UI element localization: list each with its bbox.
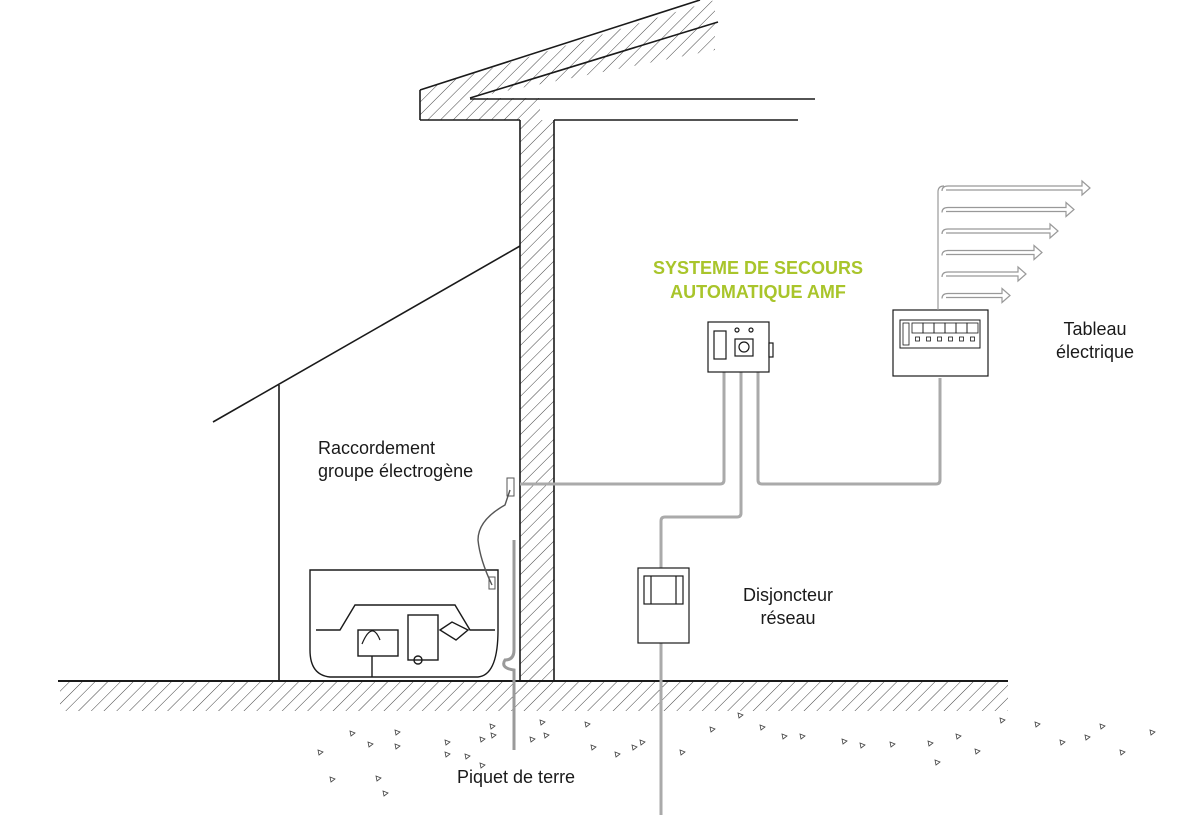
panel-breaker-indicator bbox=[970, 336, 975, 342]
panel-breaker-indicator bbox=[948, 336, 953, 342]
gravel-stone bbox=[639, 739, 646, 746]
ground-rod-label: Piquet de terre bbox=[457, 766, 575, 789]
electrical-panel-label: Tableau électrique bbox=[1040, 318, 1150, 364]
gravel-stone bbox=[367, 741, 374, 748]
gravel-stone bbox=[317, 749, 324, 756]
gravel-stone bbox=[489, 723, 496, 730]
gravel-stone bbox=[590, 744, 597, 751]
gravel-stone bbox=[759, 724, 766, 731]
panel-breaker-indicator bbox=[915, 336, 920, 342]
gravel-stone bbox=[1149, 729, 1156, 736]
ground bbox=[58, 680, 1156, 797]
generator-connection-label-line2: groupe électrogène bbox=[318, 461, 474, 481]
gravel-stone bbox=[382, 790, 389, 797]
gravel-stone bbox=[444, 739, 451, 746]
gravel-stone bbox=[859, 742, 866, 749]
generator-connection-label: Raccordement groupe électrogène bbox=[318, 437, 473, 483]
gravel-stone bbox=[1119, 749, 1126, 756]
gravel-stone bbox=[349, 730, 356, 737]
gravel-stone bbox=[394, 729, 401, 736]
gravel-stone bbox=[529, 736, 536, 743]
gravel-stone bbox=[614, 751, 621, 758]
panel-breaker-indicator bbox=[937, 336, 942, 342]
cables bbox=[520, 372, 942, 815]
gravel-stone bbox=[464, 753, 471, 760]
mains-breaker-label-line1: Disjoncteur bbox=[742, 585, 834, 605]
gravel-stone bbox=[841, 738, 848, 745]
gravel-stone bbox=[329, 776, 336, 783]
house-wall bbox=[519, 120, 555, 680]
gravel-stone bbox=[927, 740, 934, 747]
generator bbox=[309, 569, 499, 678]
roof bbox=[419, 0, 815, 121]
electrical-panel-label-line1: Tableau bbox=[1063, 319, 1127, 339]
gravel-stone bbox=[394, 743, 401, 750]
mains-breaker bbox=[637, 567, 690, 644]
system-title-line1: SYSTEME DE SECOURS bbox=[652, 258, 864, 278]
panel-breaker-slot bbox=[966, 322, 979, 334]
annex-shed bbox=[212, 245, 521, 680]
gravel-stone bbox=[934, 759, 941, 766]
gravel-stone bbox=[1059, 739, 1066, 746]
system-title-line2: AUTOMATIQUE AMF bbox=[670, 282, 846, 302]
panel-output-arrow bbox=[941, 265, 1027, 283]
ground-rod bbox=[502, 540, 516, 750]
amf-switch-box bbox=[707, 321, 774, 373]
ground-rod-label-text: Piquet de terre bbox=[457, 767, 576, 787]
electrical-panel bbox=[892, 309, 989, 377]
gravel-stone bbox=[479, 736, 486, 743]
panel-trunk-cable bbox=[937, 185, 945, 310]
gravel-stone bbox=[539, 719, 546, 726]
gravel-stone bbox=[679, 749, 686, 756]
gravel-stone bbox=[799, 733, 806, 740]
gravel-stone bbox=[709, 726, 716, 733]
gravel-stone bbox=[584, 721, 591, 728]
electrical-panel-label-line2: électrique bbox=[1055, 342, 1135, 362]
gravel-stone bbox=[479, 762, 486, 769]
panel-breaker-indicator bbox=[926, 336, 931, 342]
gravel-stone bbox=[375, 775, 382, 782]
gravel-stone bbox=[444, 751, 451, 758]
gravel-stone bbox=[999, 717, 1006, 724]
gravel-stone bbox=[543, 732, 550, 739]
system-title: SYSTEME DE SECOURS AUTOMATIQUE AMF bbox=[608, 256, 908, 304]
panel-breaker-indicator bbox=[959, 336, 964, 342]
mains-breaker-label: Disjoncteur réseau bbox=[728, 584, 848, 630]
panel-output-arrow bbox=[941, 201, 1075, 218]
gravel-stone bbox=[1034, 721, 1041, 728]
gravel-stone bbox=[1099, 723, 1106, 730]
generator-cable bbox=[477, 477, 515, 590]
gravel-stone bbox=[974, 748, 981, 755]
gravel-stone bbox=[1084, 734, 1091, 741]
mains-breaker-label-line2: réseau bbox=[760, 608, 816, 628]
panel-output-arrow bbox=[941, 244, 1043, 261]
panel-output-circuits bbox=[937, 179, 1091, 310]
gravel-stone bbox=[490, 732, 497, 739]
panel-output-arrow bbox=[941, 287, 1011, 304]
panel-output-arrow bbox=[941, 222, 1059, 240]
gravel-stone bbox=[889, 741, 896, 748]
gravel-stone bbox=[781, 733, 788, 740]
generator-connection-label-line1: Raccordement bbox=[318, 438, 436, 458]
gravel-stone bbox=[955, 733, 962, 740]
panel-output-arrow bbox=[941, 179, 1091, 197]
gravel-stone bbox=[631, 744, 638, 751]
gravel-stone bbox=[737, 712, 744, 719]
gravel-dots bbox=[317, 712, 1156, 797]
